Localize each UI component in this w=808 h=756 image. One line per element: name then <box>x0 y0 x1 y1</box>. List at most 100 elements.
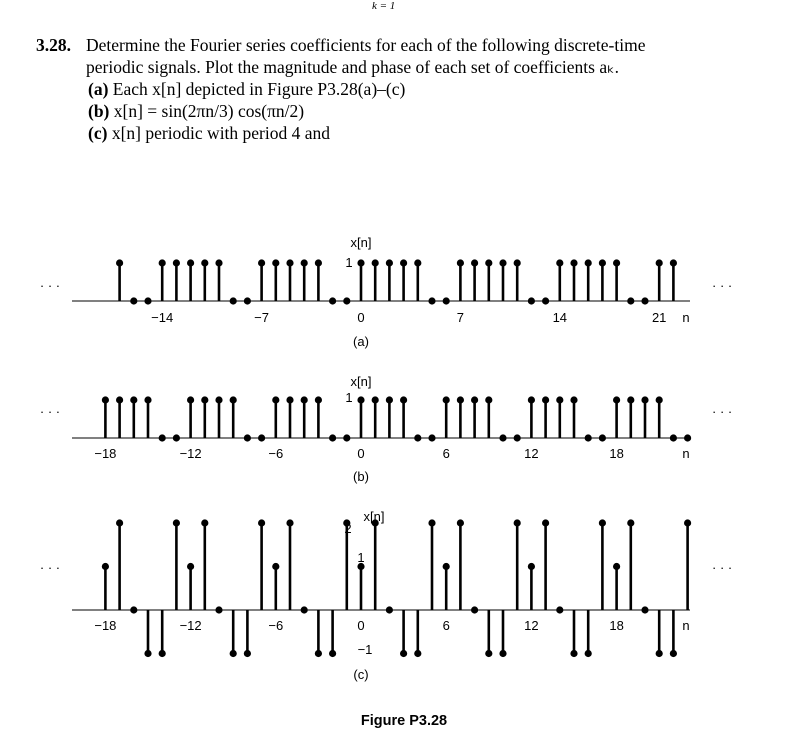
plot-a-stem-marker <box>201 259 209 267</box>
plot-b-stem-marker <box>428 434 436 442</box>
plot-a-stem-marker <box>442 297 450 305</box>
plot-c-stem-marker <box>300 606 308 614</box>
plot-a-sublabel: (a) <box>353 334 369 349</box>
part-a-text: Each x[n] depicted in Figure P3.28(a)–(c… <box>112 79 406 99</box>
plot-c-x-tick-label: 6 <box>443 618 450 633</box>
plot-a-ellipsis-right: · · · <box>712 278 732 293</box>
plot-b-x-axis-label: n <box>682 446 689 461</box>
plot-c-stem-marker <box>229 649 237 658</box>
plot-a-stem-marker <box>598 259 607 267</box>
plot-c-stem-marker <box>343 519 351 527</box>
plot-a-stem-marker <box>172 259 180 267</box>
plot-b-stem-marker <box>314 396 322 404</box>
plot-a-stem-marker <box>485 259 493 267</box>
plot-c-stem-marker <box>655 649 663 658</box>
plot-b-stem-marker <box>570 396 578 404</box>
plot-b-x-tick-label: 6 <box>443 446 450 461</box>
plot-c-stem-marker <box>613 562 621 571</box>
plot-a-y-tick-label: 1 <box>345 255 352 270</box>
plot-b-ellipsis-right: · · · <box>712 404 732 419</box>
plot-a-stem-marker <box>187 259 195 267</box>
plot-c-stem-marker <box>570 649 578 658</box>
plot-a-stem-marker <box>215 259 223 267</box>
plot-b-stem-marker <box>130 396 138 404</box>
equation-fragment: k = 1 <box>372 0 396 12</box>
plot-a-stem-marker <box>641 297 649 305</box>
plot-b-stem-marker <box>172 434 180 442</box>
plot-a-x-tick-label: 14 <box>553 310 567 325</box>
plot-b-stem-marker <box>485 396 493 404</box>
plot-c-stem-marker <box>584 649 592 658</box>
plot-c-stem-marker <box>371 519 379 527</box>
plot-c-stem-marker <box>471 606 479 614</box>
plot-c-stem-marker <box>130 606 138 614</box>
plot-c-x-tick-label: −6 <box>268 618 283 633</box>
plot-b-stem-marker <box>499 434 507 442</box>
plot-a-stem-marker <box>385 259 393 267</box>
plot-c-stem-marker <box>385 606 393 614</box>
plot-a-stem-marker <box>314 259 322 267</box>
plot-a-stem-marker <box>258 259 266 267</box>
plot-b-stem-marker <box>144 396 152 404</box>
plot-a-y-axis-label: x[n] <box>351 235 372 250</box>
plot-c-stem-marker <box>329 649 337 658</box>
plot-c-stem-marker <box>627 519 635 527</box>
plot-c-stem-marker <box>258 519 266 527</box>
plot-a-stem-marker <box>527 297 536 305</box>
plot-a-stem-marker <box>428 297 436 305</box>
plot-a-stem-marker <box>627 297 635 305</box>
problem-number: 3.28. <box>36 35 71 55</box>
plot-b-stem-marker <box>329 434 337 442</box>
plot-a-stem-marker <box>414 259 422 267</box>
plot-c-stem-marker <box>442 562 450 571</box>
plot-b-stem-marker <box>243 434 251 442</box>
plot-a-x-tick-label: 7 <box>457 310 464 325</box>
plot-c-stem-marker <box>684 519 692 527</box>
plot-b-stem-marker <box>229 396 237 404</box>
plot-a-stem-marker <box>655 259 663 267</box>
part-b-text: x[n] = sin(2πn/3) cos(πn/2) <box>113 101 305 121</box>
plot-c-x-axis-label: n <box>682 618 689 633</box>
part-c: (c) x[n] periodic with period 4 and <box>86 122 786 144</box>
plot-b-x-tick-label: −6 <box>268 446 283 461</box>
plot-a-x-tick-label: 0 <box>357 310 364 325</box>
plot-b-stem-marker <box>286 396 294 404</box>
plot-a-stem-marker <box>499 259 507 267</box>
plot-a-stem-marker <box>570 259 578 267</box>
problem-intro-line-1: Determine the Fourier series coefficient… <box>86 35 646 55</box>
plot-a-stem-marker <box>371 259 379 267</box>
plot-c-sublabel: (c) <box>353 667 368 682</box>
plot-c-x-tick-label: 12 <box>524 618 538 633</box>
plot-c-stem-marker <box>598 519 607 527</box>
plot-c-stem-marker <box>158 649 166 658</box>
plot-b-x-tick-label: −12 <box>180 446 202 461</box>
plot-b-y-axis-label: x[n] <box>351 374 372 389</box>
plot-b-stem-marker <box>272 396 280 404</box>
plot-b-stem-marker <box>414 434 422 442</box>
plot-a-stem-marker <box>613 259 621 267</box>
plot-c-x-tick-label: 18 <box>609 618 623 633</box>
plot-c-stem-marker <box>414 649 422 658</box>
plot-c-stem-marker <box>513 519 521 527</box>
problem-3-28: 3.28. Determine the Fourier series coeff… <box>36 34 786 144</box>
plot-c-x-tick-label: 0 <box>357 618 364 633</box>
plot-c-x-tick-label: −18 <box>94 618 116 633</box>
plot-b-stem-marker <box>116 396 124 404</box>
plot-c-stem-marker <box>400 649 408 658</box>
plot-b-stem-marker <box>300 396 308 404</box>
plot-a-stem-marker <box>357 259 365 267</box>
plot-c-x-tick-label: −12 <box>180 618 202 633</box>
plot-c-ellipsis-right: · · · <box>712 560 732 575</box>
plot-c-y-tick-label: 2 <box>344 521 351 536</box>
plot-b-ellipsis-left: · · · <box>40 404 60 419</box>
plot-a-stem-marker <box>116 259 124 267</box>
plot-a-stem-marker <box>556 259 564 267</box>
part-c-text: x[n] periodic with period 4 and <box>111 123 331 143</box>
plot-c-stem-marker <box>314 649 322 658</box>
plot-b-y-tick-label: 1 <box>345 390 352 405</box>
plot-c-y-axis-label: x[n] <box>364 509 385 524</box>
plot-c-stem-marker <box>116 519 124 527</box>
plot-b-x-tick-label: 0 <box>357 446 364 461</box>
plot-a-stem-marker <box>272 259 280 267</box>
plot-a-stem-marker <box>542 297 550 305</box>
